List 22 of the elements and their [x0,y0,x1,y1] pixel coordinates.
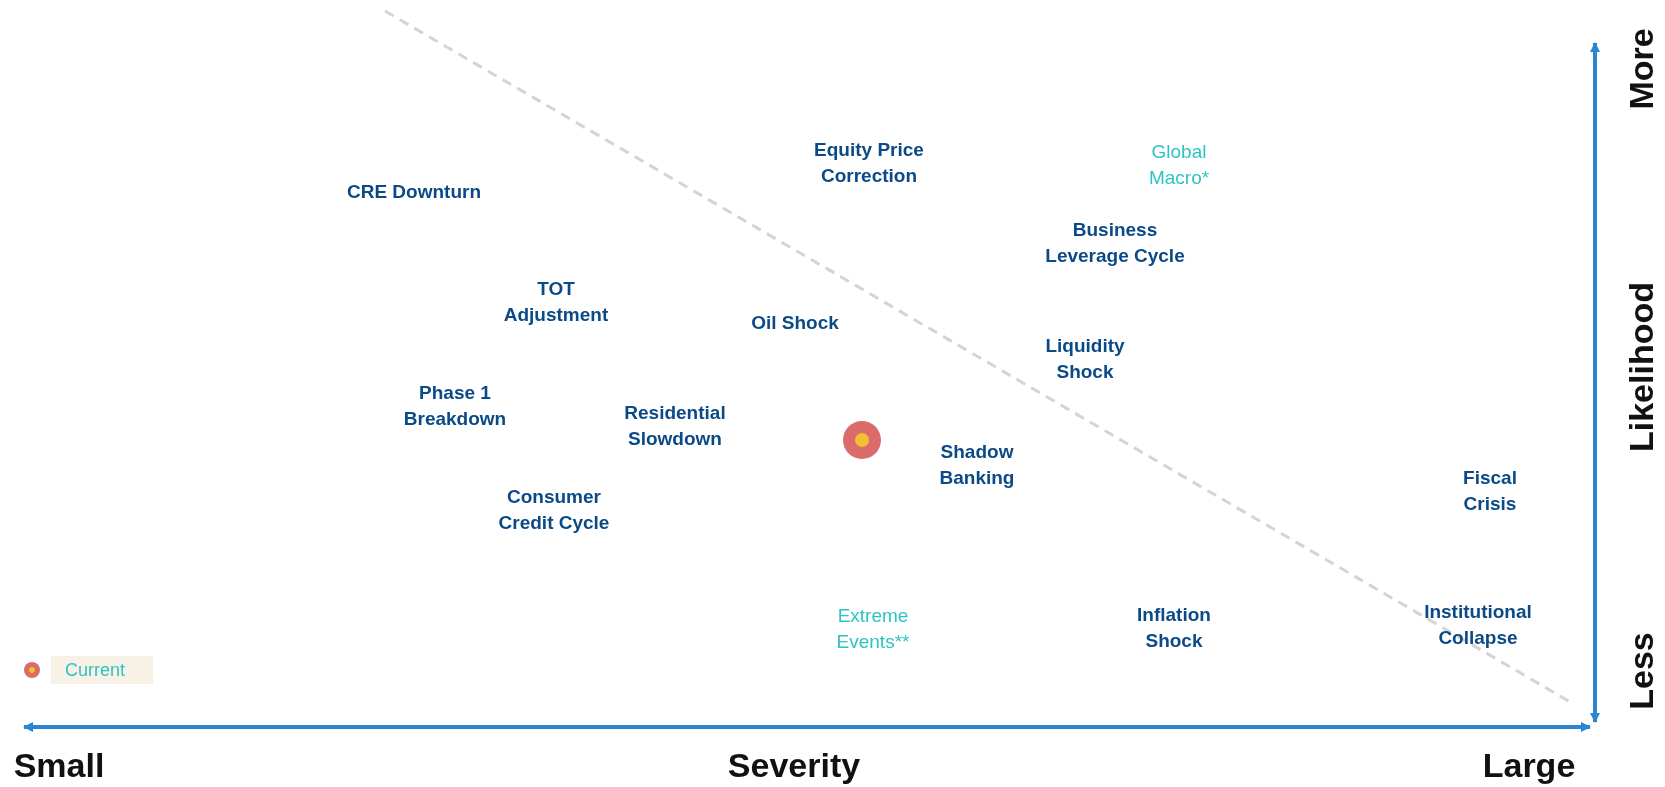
risk-label: Shadow Banking [938,440,1016,490]
risk-label: Phase 1 Breakdown [402,381,508,431]
risk-label: Liquidity Shock [1044,334,1126,384]
axis-label: Severity [727,746,861,784]
axis-label: More [1622,28,1660,110]
axis-label: Small [13,746,105,784]
risk-label: TOT Adjustment [502,277,610,327]
risk-label: Equity Price Correction [813,138,925,188]
risk-label: Institutional Collapse [1423,600,1533,650]
risk-label: Business Leverage Cycle [1044,218,1186,268]
risk-label: Inflation Shock [1136,603,1212,653]
axis-label: Likelihood [1622,282,1660,452]
risk-label: Global Macro* [1147,140,1211,190]
risk-label: Extreme Events** [835,604,911,654]
axis-label: Large [1482,746,1576,784]
risk-label: Consumer Credit Cycle [497,485,611,535]
legend-label: Current [51,656,153,684]
risk-label: Residential Slowdown [623,401,727,451]
risk-label: Oil Shock [750,311,840,335]
axis-label: Less [1622,632,1660,710]
risk-label: Fiscal Crisis [1462,466,1518,516]
risk-label: CRE Downturn [345,180,482,204]
